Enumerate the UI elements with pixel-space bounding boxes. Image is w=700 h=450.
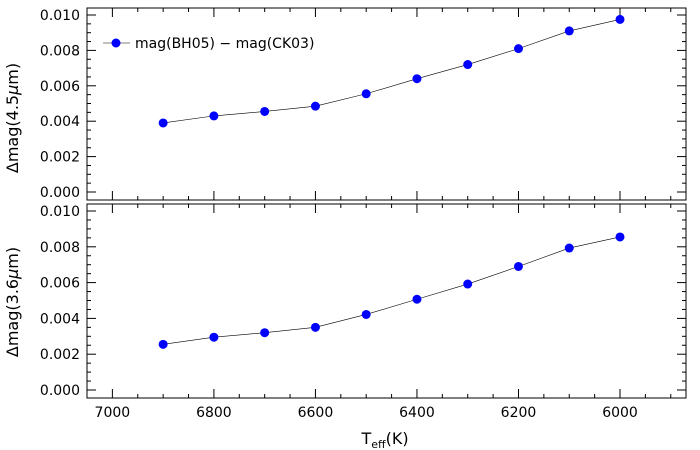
bottom-data-point	[615, 232, 625, 242]
bottom-series-line	[163, 236, 621, 345]
top-y-tick-label: 0.002	[40, 150, 80, 166]
bottom-y-tick-label: 0.006	[40, 276, 80, 292]
bottom-data-point	[260, 328, 270, 338]
top-data-point	[260, 106, 270, 116]
x-tick-label: 6200	[501, 405, 537, 421]
bottom-data-point	[361, 309, 371, 319]
bottom-y-axis-label-suffix: m)	[3, 247, 22, 269]
top-y-tick-label: 0.000	[40, 185, 80, 201]
x-tick-label: 6600	[298, 405, 334, 421]
top-y-tick-label: 0.006	[40, 79, 80, 95]
legend: mag(BH05) − mag(CK03)	[103, 36, 314, 52]
bottom-data-point	[412, 294, 422, 304]
top-y-axis-label-prefix: Δmag(4.5	[3, 95, 22, 173]
top-data-point	[513, 44, 523, 54]
top-series-line	[163, 19, 621, 124]
bottom-y-tick-label: 0.008	[40, 240, 80, 256]
bottom-data-point	[158, 339, 168, 349]
bottom-y-tick-label: 0.010	[40, 204, 80, 220]
top-y-axis-label-suffix: m)	[3, 63, 22, 85]
x-axis-label-subscript: eff	[371, 438, 386, 450]
x-axis-label: Teff(K)	[360, 429, 408, 450]
top-y-tick-label: 0.008	[40, 43, 80, 59]
bottom-data-point	[209, 332, 219, 342]
bottom-y-axis-label-prefix: Δmag(3.6	[3, 279, 22, 357]
x-tick-label: 7000	[95, 405, 131, 421]
top-y-axis-label-mu: μ	[3, 85, 22, 96]
top-series	[158, 14, 625, 128]
top-data-point	[615, 14, 625, 24]
bottom-series	[158, 232, 625, 349]
legend-marker	[111, 38, 121, 48]
top-panel: 0.000 0.002 0.004 0.006 0.008 0.010 mag(BH05)…	[3, 7, 687, 201]
bottom-data-point	[564, 243, 574, 253]
bottom-data-point	[463, 279, 473, 289]
bottom-panel: 0.000 0.002 0.004 0.006 0.008 0.010 7000 6800 66…	[3, 203, 687, 421]
bottom-y-axis-label-mu: μ	[3, 269, 22, 280]
bottom-y-tick-label: 0.004	[40, 311, 80, 327]
top-data-point	[564, 26, 574, 36]
x-tick-label: 6000	[602, 405, 638, 421]
top-data-point	[361, 89, 371, 99]
legend-label: mag(BH05) − mag(CK03)	[135, 36, 314, 52]
bottom-plot-frame	[86, 203, 687, 399]
bottom-y-axis-label: Δmag(3.6μm)	[3, 247, 22, 357]
bottom-axis-ticks: 0.000 0.002 0.004 0.006 0.008 0.010 7000 6800 66…	[40, 204, 686, 421]
top-axis-ticks: 0.000 0.002 0.004 0.006 0.008 0.010	[40, 8, 686, 201]
top-data-point	[158, 118, 168, 128]
x-tick-label: 6800	[196, 405, 232, 421]
top-data-point	[463, 60, 473, 70]
x-axis-label-unit: (K)	[386, 429, 409, 448]
top-data-point	[209, 111, 219, 121]
x-tick-label: 6400	[399, 405, 435, 421]
top-y-axis-label: Δmag(4.5μm)	[3, 63, 22, 173]
top-y-tick-label: 0.004	[40, 114, 80, 130]
x-axis-label-main: T	[360, 429, 371, 448]
top-data-point	[412, 74, 422, 84]
top-y-tick-label: 0.010	[40, 8, 80, 24]
bottom-data-point	[310, 322, 320, 332]
bottom-y-tick-label: 0.000	[40, 383, 80, 399]
bottom-y-tick-label: 0.002	[40, 347, 80, 363]
bottom-data-point	[513, 261, 523, 271]
top-data-point	[310, 101, 320, 111]
